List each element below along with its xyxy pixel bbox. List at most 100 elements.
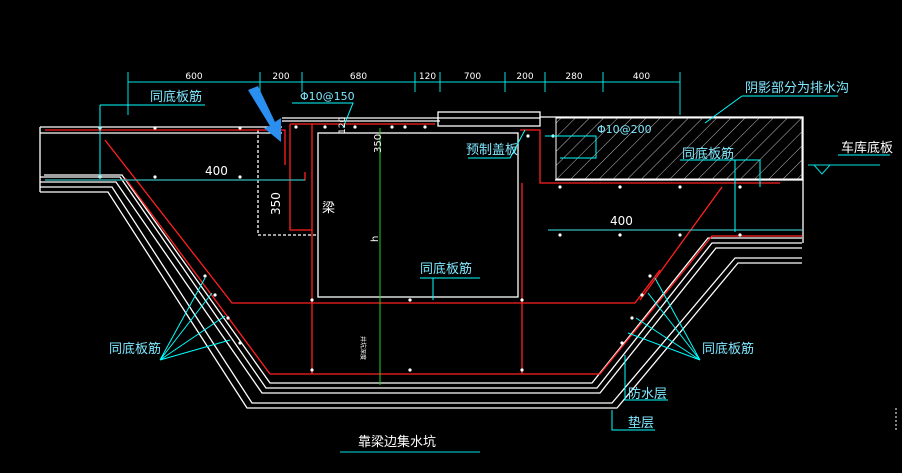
rebar-dot <box>353 125 357 129</box>
pit-inner-face <box>44 174 802 384</box>
label-garage-slab: 车库底板 <box>841 140 893 156</box>
label-shaded-drain: 阴影部分为排水沟 <box>745 81 849 96</box>
garage-level-tri <box>813 164 831 175</box>
label-same-slab-rebar-br: 同底板筋 <box>702 341 754 357</box>
label-h-mark: h <box>370 236 381 242</box>
leader-drain <box>704 95 838 124</box>
rebar-dot <box>558 185 562 189</box>
precast-cover-plate <box>437 111 541 127</box>
rebar-dot <box>408 298 412 302</box>
leader-rebar-left <box>292 102 354 129</box>
rebar-dot <box>238 175 242 179</box>
dim-chain-value: 280 <box>565 72 582 82</box>
rebar-dot <box>403 125 407 129</box>
label-drawing-title: 靠梁边集水坑 <box>358 434 436 450</box>
leader-precast <box>468 129 526 159</box>
leader-waterproof <box>624 355 668 401</box>
leader-bl <box>159 277 231 361</box>
rebar-dot <box>408 368 412 372</box>
rebar-dot <box>526 134 530 138</box>
pit-outer-layer-2 <box>40 191 802 409</box>
dim-chain-value: 200 <box>272 72 289 82</box>
rebar-dot <box>738 185 742 189</box>
rebar-dot <box>423 125 427 129</box>
rebar-dot <box>520 368 524 372</box>
rebar-right-top <box>520 129 780 184</box>
slab-top-right <box>540 116 804 181</box>
rebar-dot <box>310 298 314 302</box>
rebar-dot <box>153 126 157 130</box>
rebar-dot <box>294 125 298 129</box>
label-dim-350-vert: 350 <box>373 134 384 153</box>
label-same-slab-rebar-tl: 同底板筋 <box>150 89 202 105</box>
top-dimension-chain: 600 200 680 120 700 200 280 400 <box>127 72 681 115</box>
rebar-dot <box>618 185 622 189</box>
label-rebar-spec-left: Φ10@150 <box>300 90 355 103</box>
rebar-dot <box>620 341 624 345</box>
beam-outline <box>257 130 317 236</box>
rebar-slope-left-2 <box>124 177 271 375</box>
label-beam: 梁 <box>322 201 335 216</box>
rebar-dot <box>520 298 524 302</box>
text-labels: 同底板筋 Φ10@150 120 预制盖板 Φ10@200 阴影部分为排水沟 车… <box>109 81 893 450</box>
rebar-dot <box>226 316 230 320</box>
leader-rebar-right <box>545 135 597 159</box>
label-pit-depth-mark: 井坑深度 <box>359 336 367 360</box>
leader-cushion <box>611 410 655 431</box>
rebar-dot <box>618 233 622 237</box>
dim-chain-value: 200 <box>516 72 533 82</box>
rebar-dot <box>310 368 314 372</box>
pit-inner-layer-1 <box>40 181 802 394</box>
label-same-slab-rebar-tr: 同底板筋 <box>682 146 734 162</box>
rebar-bottom-left <box>45 172 306 181</box>
rebar-beam-stirrup <box>289 124 313 231</box>
leader-tr <box>680 159 761 232</box>
rebar-dot <box>203 274 207 278</box>
rebar-pit-bottom <box>270 235 802 375</box>
label-waterproof-layer: 防水层 <box>628 386 667 402</box>
dim-chain-value: 400 <box>633 72 650 82</box>
drainage-hatch <box>555 117 803 180</box>
label-dim-400-right: 400 <box>610 214 633 228</box>
rebar-dot <box>678 185 682 189</box>
leader-tl <box>99 104 205 178</box>
leader-lines <box>99 95 890 431</box>
label-precast-cover: 预制盖板 <box>466 143 518 158</box>
pit-outer-left <box>40 186 802 404</box>
rebar-dot <box>630 316 634 320</box>
rebar-top-left <box>45 129 286 165</box>
rebar-dot <box>390 125 394 129</box>
rebar-dot <box>238 126 242 130</box>
sump-inner-box <box>317 132 519 298</box>
rebar-dot <box>558 233 562 237</box>
rebar-slope-left <box>104 139 661 304</box>
rebar-dot <box>640 293 644 297</box>
label-dim-120: 120 <box>338 117 348 134</box>
label-dim-350-side: 350 <box>269 192 283 215</box>
label-dim-400-left: 400 <box>205 164 228 178</box>
label-rebar-spec-right: Φ10@200 <box>597 123 652 136</box>
label-same-slab-rebar-bl: 同底板筋 <box>109 341 161 357</box>
label-same-slab-rebar-center: 同底板筋 <box>420 261 472 277</box>
rebar-dot <box>678 233 682 237</box>
dim-chain-value: 120 <box>419 72 436 82</box>
concrete-outline <box>39 111 804 409</box>
rebar-dot <box>213 293 217 297</box>
dim-chain-value: 600 <box>185 72 202 82</box>
rebar-right-slope <box>639 186 723 301</box>
rebar-dot <box>648 274 652 278</box>
pointer-arrow <box>248 86 281 142</box>
rebar-dot <box>323 125 327 129</box>
label-cushion-layer: 垫层 <box>628 415 654 431</box>
leader-center <box>420 277 480 300</box>
rebar-dot <box>238 341 242 345</box>
pit-inner-layer-2 <box>40 176 802 389</box>
rebar-dot <box>738 233 742 237</box>
dim-chain-value: 680 <box>350 72 367 82</box>
pointer-arrow-shape <box>248 86 281 142</box>
leader-br <box>627 277 701 361</box>
dim-chain-value: 700 <box>464 72 481 82</box>
rebar-dot <box>153 175 157 179</box>
